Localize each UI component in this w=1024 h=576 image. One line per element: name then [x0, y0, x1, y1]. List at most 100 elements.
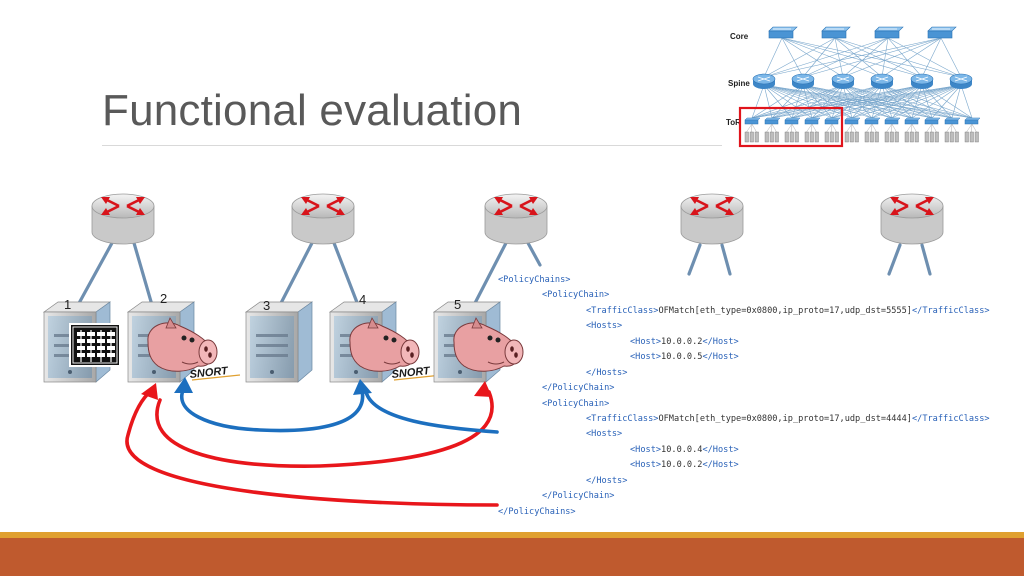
- host-icon: [849, 123, 854, 143]
- tor-switch-icon: [844, 117, 861, 125]
- host-icon: [924, 123, 933, 143]
- host-icon: [869, 123, 874, 143]
- xml-open-tag: <PolicyChain>: [542, 398, 610, 409]
- firewall-icon: [69, 323, 121, 367]
- xml-line: <Host>10.0.0.2</Host>: [498, 458, 990, 473]
- host-icon: [764, 123, 773, 143]
- spine-router-icon: [831, 73, 855, 89]
- xml-open-tag: <Host>: [630, 460, 662, 471]
- tor-switch-icon: [904, 117, 921, 125]
- xml-open-tag: <Host>: [630, 444, 662, 455]
- tor-switch-icon: [944, 117, 961, 125]
- xml-open-tag: <Host>: [630, 336, 662, 347]
- server-label-3: 3: [263, 298, 271, 313]
- host-icon: [944, 123, 953, 143]
- host-icon: [949, 123, 954, 143]
- xml-open-tag: </PolicyChains>: [498, 506, 576, 517]
- host-icon: [804, 123, 813, 143]
- xml-close-tag: </Host>: [702, 336, 739, 347]
- policy-chain-xml: <PolicyChains> <PolicyChain> <TrafficClass…: [498, 273, 990, 520]
- snort-pig-icon: SNORT: [349, 317, 443, 381]
- core-switch-icon: [874, 26, 904, 39]
- host-icon: [951, 123, 959, 143]
- datacenter-topology: Core Spine ToR: [726, 26, 981, 148]
- tor-switch-icon: [764, 117, 781, 125]
- tor-hosts: [744, 123, 979, 143]
- footer-bar: [0, 538, 1024, 576]
- footer-accent-line: [0, 532, 1024, 538]
- snort-pig-icon: SNORT: [147, 317, 241, 381]
- xml-line: </Hosts>: [498, 366, 990, 381]
- snort-pig-icon: [453, 317, 524, 372]
- uplinks: [76, 241, 932, 307]
- blue-flow-arrows: [180, 386, 499, 434]
- host-icon: [751, 123, 759, 143]
- routers: [91, 193, 944, 245]
- xml-line: <Hosts>: [498, 319, 990, 334]
- xml-line: <TrafficClass>OFMatch[eth_type=0x0800,ip…: [498, 412, 990, 427]
- server-icon: SNORT: [328, 301, 443, 383]
- host-icon: [791, 123, 799, 143]
- tier-label-spine: Spine: [728, 79, 750, 88]
- xml-line: <Host>10.0.0.5</Host>: [498, 350, 990, 365]
- server-icon: [42, 301, 121, 383]
- xml-close-tag: </TrafficClass>: [911, 413, 990, 424]
- router-icon: [291, 193, 355, 245]
- xml-open-tag: </Hosts>: [586, 367, 628, 378]
- spine-router-icon: [791, 73, 815, 89]
- blue-arrowheads: [174, 377, 372, 395]
- xml-open-tag: <Host>: [630, 352, 662, 363]
- xml-line: </PolicyChain>: [498, 381, 990, 396]
- core-switch-icon: [768, 26, 798, 39]
- tor-switch-icon: [864, 117, 881, 125]
- router-icon: [880, 193, 944, 245]
- host-icon: [891, 123, 899, 143]
- host-icon: [971, 123, 979, 143]
- xml-line: <PolicyChain>: [498, 397, 990, 412]
- xml-open-tag: <Hosts>: [586, 429, 623, 440]
- host-icon: [864, 123, 873, 143]
- host-icon: [911, 123, 919, 143]
- xml-line: </PolicyChains>: [498, 505, 990, 520]
- host-icon: [749, 123, 754, 143]
- tier-label-core: Core: [730, 32, 749, 41]
- core-switches: [768, 26, 957, 39]
- xml-value: OFMatch[eth_type=0x0800,ip_proto=17,udp_…: [658, 305, 912, 316]
- host-icon: [964, 123, 973, 143]
- xml-open-tag: </PolicyChain>: [542, 491, 615, 502]
- spine-switches: [752, 73, 973, 89]
- host-icon: [769, 123, 774, 143]
- server-label-1: 1: [64, 297, 72, 312]
- server-label-4: 4: [359, 292, 367, 307]
- xml-line: <Host>10.0.0.2</Host>: [498, 335, 990, 350]
- xml-line: <PolicyChains>: [498, 273, 990, 288]
- spine-router-icon: [752, 73, 776, 89]
- xml-value: 10.0.0.5: [661, 352, 703, 363]
- tier-label-tor: ToR: [726, 118, 741, 127]
- server-label-5: 5: [454, 297, 462, 312]
- topology-links: [751, 37, 973, 119]
- xml-open-tag: <PolicyChains>: [498, 275, 571, 285]
- xml-line: <TrafficClass>OFMatch[eth_type=0x0800,ip…: [498, 304, 990, 319]
- host-icon: [829, 123, 834, 143]
- red-flow-arrows: [125, 388, 499, 507]
- slide-title: Functional evaluation: [102, 86, 523, 135]
- xml-value: 10.0.0.4: [661, 444, 703, 455]
- spine-router-icon: [949, 73, 973, 89]
- red-arrowheads: [141, 381, 492, 400]
- host-icon: [809, 123, 814, 143]
- xml-line: </PolicyChain>: [498, 489, 990, 504]
- xml-value: 10.0.0.2: [661, 336, 703, 347]
- tor-switch-icon: [964, 117, 981, 125]
- xml-open-tag: <PolicyChain>: [542, 290, 610, 301]
- host-icon: [851, 123, 859, 143]
- tor-switch-icon: [784, 117, 801, 125]
- spine-router-icon: [910, 73, 934, 89]
- router-icon: [484, 193, 548, 245]
- router-icon: [680, 193, 744, 245]
- xml-line: <Host>10.0.0.4</Host>: [498, 443, 990, 458]
- tor-switches: [744, 117, 981, 125]
- host-icon: [929, 123, 934, 143]
